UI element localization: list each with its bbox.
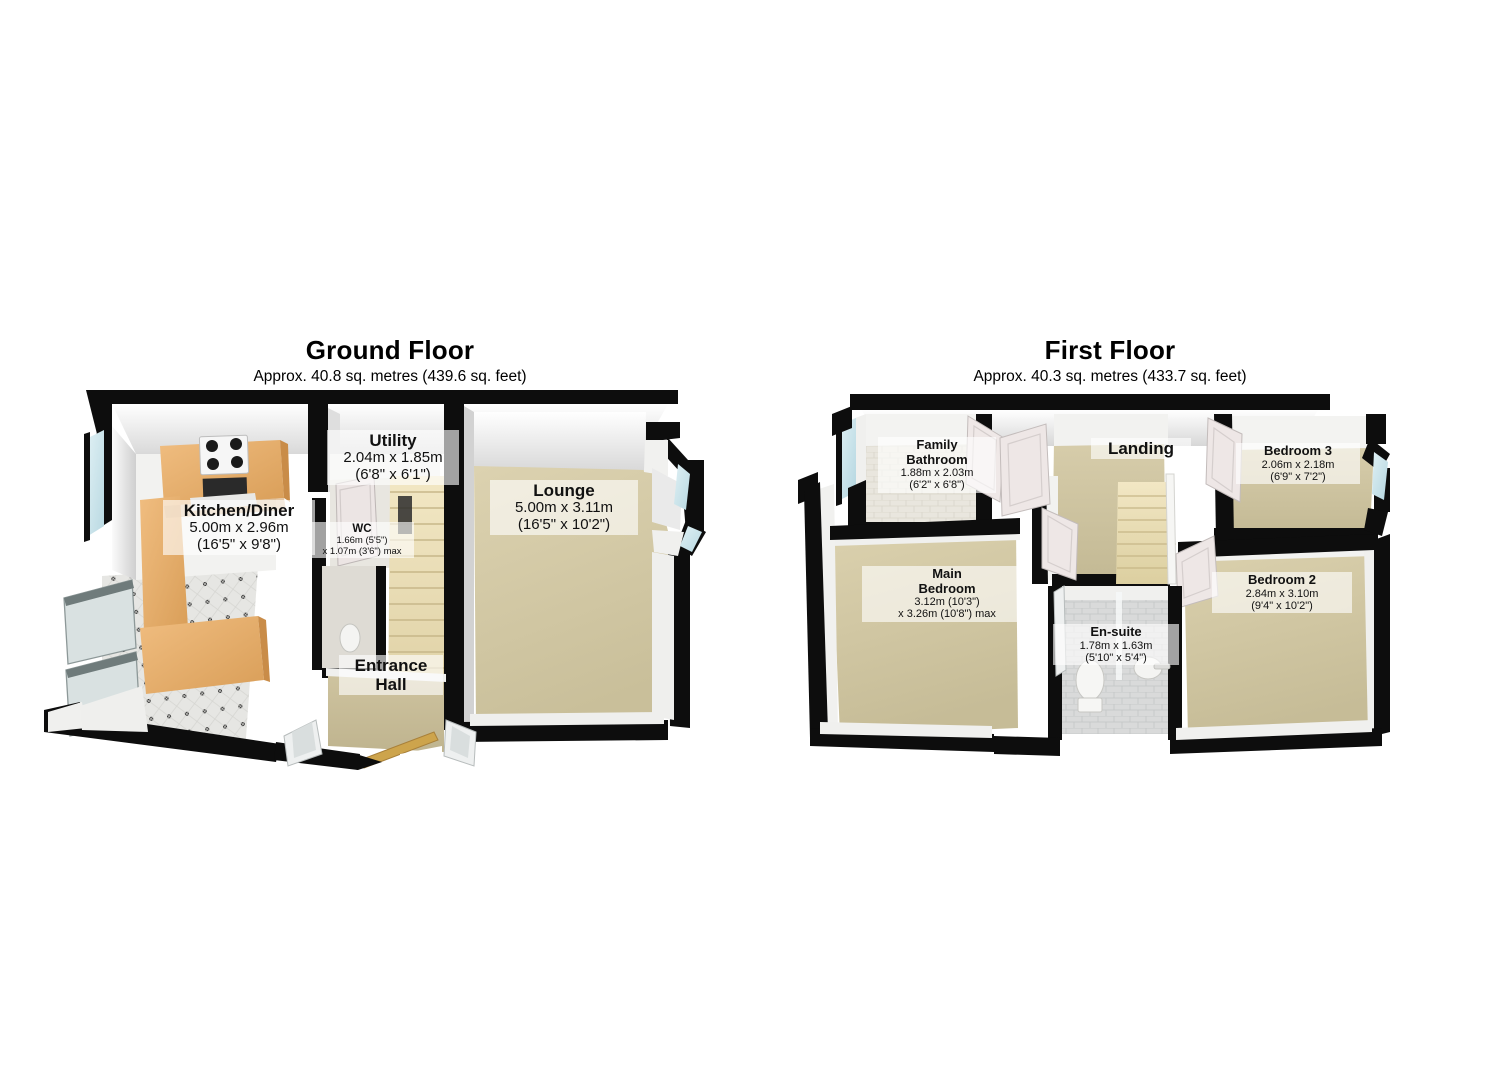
bottom-left-wallface-2 [80,686,148,732]
ensuite-door-icon [1053,585,1067,677]
entrance-doors [283,719,477,770]
ground-floor-title-block: Ground Floor Approx. 40.8 sq. metres (43… [150,336,630,385]
first-floor-subtitle: Approx. 40.3 sq. metres (433.7 sq. feet) [973,367,1247,385]
en-suite-room [1048,585,1182,740]
hall-lounge-wall [444,398,474,736]
ground-floor-plan[interactable] [40,380,720,770]
first-bottom-wall [810,720,1382,756]
lounge-bottom-wall [460,712,668,742]
ensuite-toilet-icon [1075,659,1105,701]
wc-room [322,566,386,678]
landing-door-2-icon [1041,507,1079,581]
ground-floor-subtitle: Approx. 40.8 sq. metres (439.6 sq. feet) [253,367,527,385]
first-floor-title-block: First Floor Approx. 40.3 sq. metres (433… [870,336,1350,385]
lounge-floor [474,466,680,728]
landing-door-1-icon [999,423,1051,517]
lounge-back-wall [474,412,646,470]
staircase-first [1116,473,1177,585]
kitchen-window-frame [84,432,90,542]
wc-toilet-icon [339,623,361,653]
kitchen-window-glass [88,430,104,536]
first-floor-title: First Floor [1044,335,1176,365]
kitchen-hob-icon [198,434,250,476]
bottom-left-wallface [48,702,86,732]
first-floor-plan[interactable] [770,380,1390,760]
bedroom3-door-icon [1205,417,1243,503]
lounge-right-walls [640,422,706,728]
utility-door-icon [335,475,379,567]
ground-floor-title: Ground Floor [305,335,475,365]
